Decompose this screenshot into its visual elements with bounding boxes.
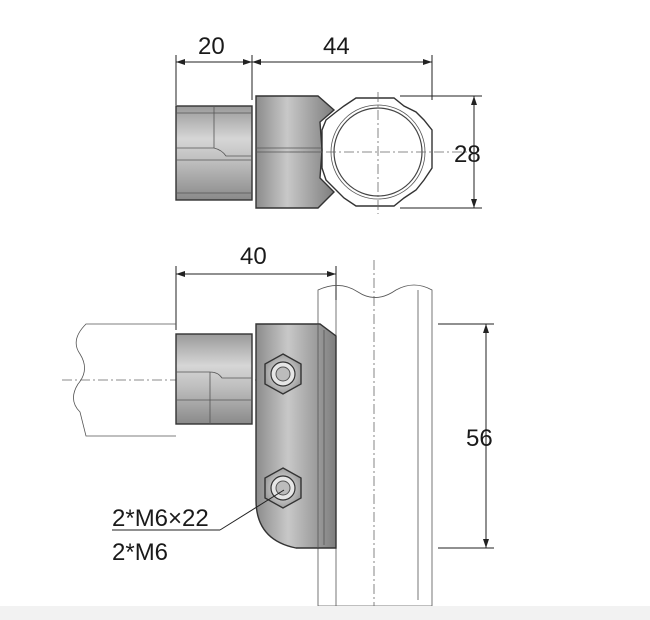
horizontal-tube [73, 323, 176, 437]
label-bolt: 2*M6×22 [112, 505, 209, 532]
label-nut: 2*M6 [112, 539, 168, 566]
top-view: 20 44 28 [175, 33, 482, 214]
vertical-tube [317, 284, 433, 607]
top-left-block-detail [176, 106, 252, 161]
side-view: 40 2*M6×22 2*M6 [62, 243, 494, 610]
dim-label-56: 56 [466, 425, 493, 452]
leader-line [219, 489, 285, 531]
nut-upper [264, 353, 302, 395]
tube-outer [321, 97, 433, 207]
tube-profile [290, 92, 470, 214]
dim-label-28: 28 [454, 141, 481, 168]
bottom-strip [0, 606, 650, 620]
dim-label-20: 20 [198, 33, 225, 60]
side-insert-block [175, 333, 253, 425]
dim-label-44: 44 [323, 33, 350, 60]
dim-label-40: 40 [240, 243, 267, 270]
